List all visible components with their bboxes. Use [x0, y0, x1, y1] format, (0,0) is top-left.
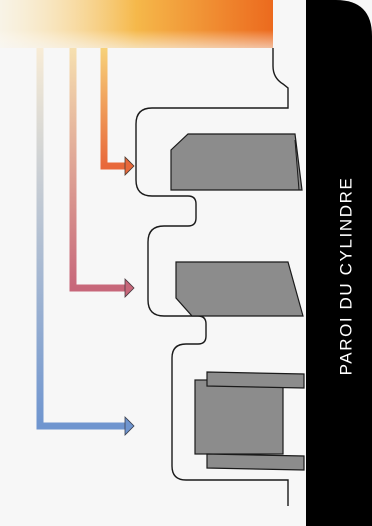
gas-arrow-top — [124, 156, 135, 176]
gas-path-middle — [69, 48, 135, 298]
second-compression-ring — [175, 261, 304, 317]
gas-path-bottom — [36, 48, 135, 436]
gas-path-top — [100, 48, 135, 176]
oil-control-ring — [194, 371, 305, 471]
piston-outline — [135, 48, 289, 506]
cylinder-wall-label: PAROI DU CYLINDRE — [336, 177, 355, 376]
combustion-gas-source — [0, 0, 273, 48]
top-compression-ring — [170, 133, 303, 191]
gas-arrow-bottom — [124, 416, 135, 436]
cylinder-wall — [306, 0, 372, 526]
gas-arrow-middle — [124, 278, 135, 298]
